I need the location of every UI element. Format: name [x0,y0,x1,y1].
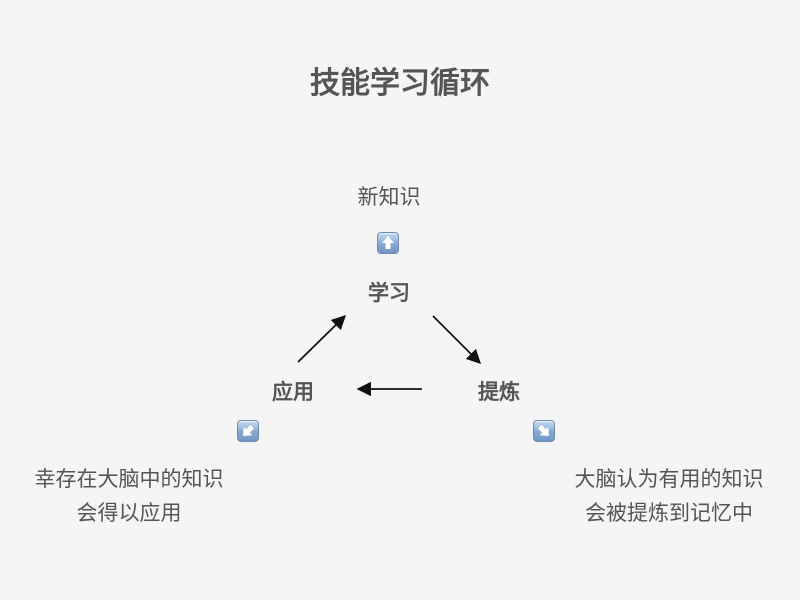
down-left-arrow-icon [237,420,259,442]
refine-note-line-2: 会被提炼到记忆中 [585,501,753,525]
apply-note-line-1: 幸存在大脑中的知识 [34,467,224,491]
refine-note: 大脑认为有用的知识 会被提炼到记忆中 [554,462,784,530]
arrow-apply-to-learn [297,314,347,363]
node-refine: 提炼 [478,380,520,404]
up-arrow-icon [377,232,399,254]
refine-note-line-1: 大脑认为有用的知识 [574,467,764,491]
arrow-learn-to-refine [432,315,482,365]
new-knowledge-label: 新知识 [357,185,421,209]
down-right-arrow-icon [533,420,555,442]
diagram-title: 技能学习循环 [310,66,490,101]
apply-note: 幸存在大脑中的知识 会得以应用 [14,462,244,530]
node-learn: 学习 [368,281,410,305]
node-apply: 应用 [272,380,314,404]
apply-note-line-2: 会得以应用 [76,501,182,525]
